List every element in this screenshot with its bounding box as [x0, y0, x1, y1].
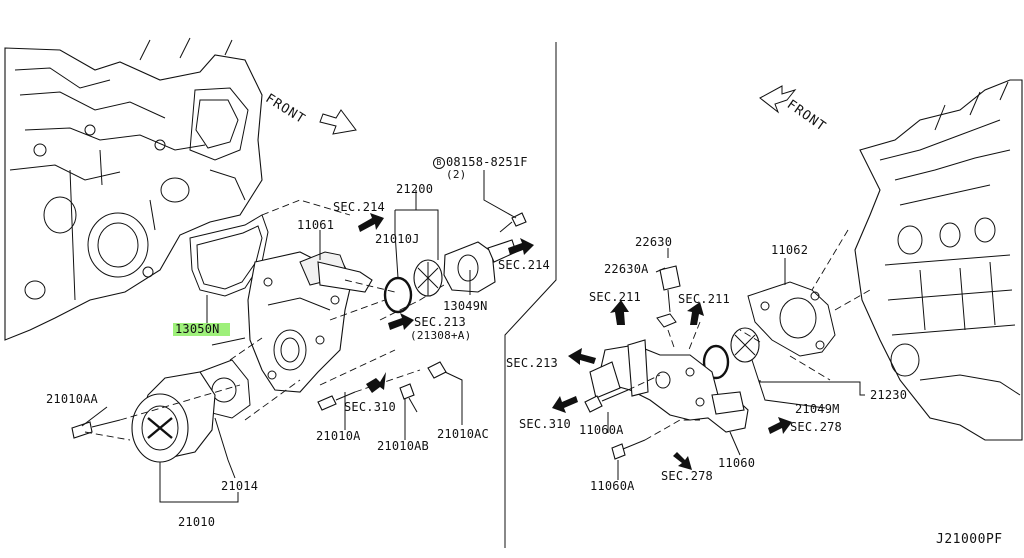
sec278-bottom-arrow	[673, 452, 692, 470]
label-11060: 11060	[718, 456, 756, 470]
sec213-left-arrow	[388, 313, 414, 330]
sec278-right-arrow	[768, 417, 792, 434]
diagram-code: J21000PF	[936, 532, 1003, 547]
label-21230: 21230	[870, 388, 908, 402]
water-outlet-11061	[247, 251, 373, 393]
bolt-11060a-bottom	[611, 439, 646, 460]
bolt-21010ac	[427, 361, 447, 379]
label-sec310-left: SEC.310	[344, 400, 396, 414]
label-21308a: (21308+A)	[410, 329, 472, 342]
label-sec211-b: SEC.211	[678, 292, 730, 306]
washer-22630a	[656, 313, 677, 328]
label-13050n: 13050N	[173, 323, 230, 336]
label-13049n: 13049N	[443, 299, 488, 313]
sec213-right-arrow	[568, 348, 596, 365]
bolt-21010aa	[71, 419, 121, 439]
label-sec278-right: SEC.278	[790, 420, 842, 434]
water-outlet-11060	[589, 339, 749, 433]
bolt-08158	[499, 212, 527, 233]
label-sec213-left: SEC.213	[414, 315, 466, 329]
sec211-a-arrow	[610, 300, 629, 325]
front-arrow-right	[759, 85, 797, 114]
bolt-21010ab	[399, 383, 418, 413]
label-21200: 21200	[396, 182, 434, 196]
front-arrow-left	[319, 109, 357, 135]
label-sec213-right: SEC.213	[506, 356, 558, 370]
sec310-right-arrow	[552, 396, 578, 413]
label-sec211-a: SEC.211	[589, 290, 641, 304]
label-21010ac: 21010AC	[437, 427, 489, 441]
o-ring-21049m	[702, 344, 730, 380]
bolt-11060a-top	[584, 389, 629, 413]
label-21010a: 21010A	[316, 429, 361, 443]
label-sec214-top: SEC.214	[333, 200, 385, 214]
label-sec278-bottom: SEC.278	[661, 469, 713, 483]
sec214-top-arrow	[358, 213, 384, 232]
label-11062: 11062	[771, 243, 809, 257]
label-21010j: 21010J	[375, 232, 420, 246]
section-divider	[504, 42, 557, 548]
gasket-11062	[747, 281, 836, 357]
water-pump-21010	[131, 371, 216, 463]
sensor-22630	[659, 265, 681, 313]
engine-block-right	[854, 79, 1023, 441]
label-21010ab: 21010AB	[377, 439, 429, 453]
label-11060a-top: 11060A	[579, 423, 624, 437]
label-21014: 21014	[221, 479, 259, 493]
sec310-left-arrow	[366, 372, 386, 393]
sec214-right-arrow	[508, 238, 534, 255]
bolt-symbol-icon: B	[433, 157, 445, 169]
label-22630a: 22630A	[604, 262, 649, 276]
label-22630: 22630	[635, 235, 673, 249]
engine-block-left	[4, 37, 263, 341]
bolt-ref-text: 08158-8251F	[446, 155, 528, 169]
label-11060a-bottom: 11060A	[590, 479, 635, 493]
o-ring-21010j	[383, 276, 413, 314]
sec211-b-arrow	[687, 302, 704, 325]
label-11061: 11061	[297, 218, 335, 232]
label-sec310-right: SEC.310	[519, 417, 571, 431]
thermostat-right	[730, 327, 760, 363]
label-21049m: 21049M	[795, 402, 840, 416]
label-21010aa: 21010AA	[46, 392, 98, 406]
label-21010: 21010	[178, 515, 216, 529]
thermostat-21200	[413, 259, 443, 297]
label-bolt-qty: (2)	[446, 168, 467, 181]
label-sec214-right: SEC.214	[498, 258, 550, 272]
